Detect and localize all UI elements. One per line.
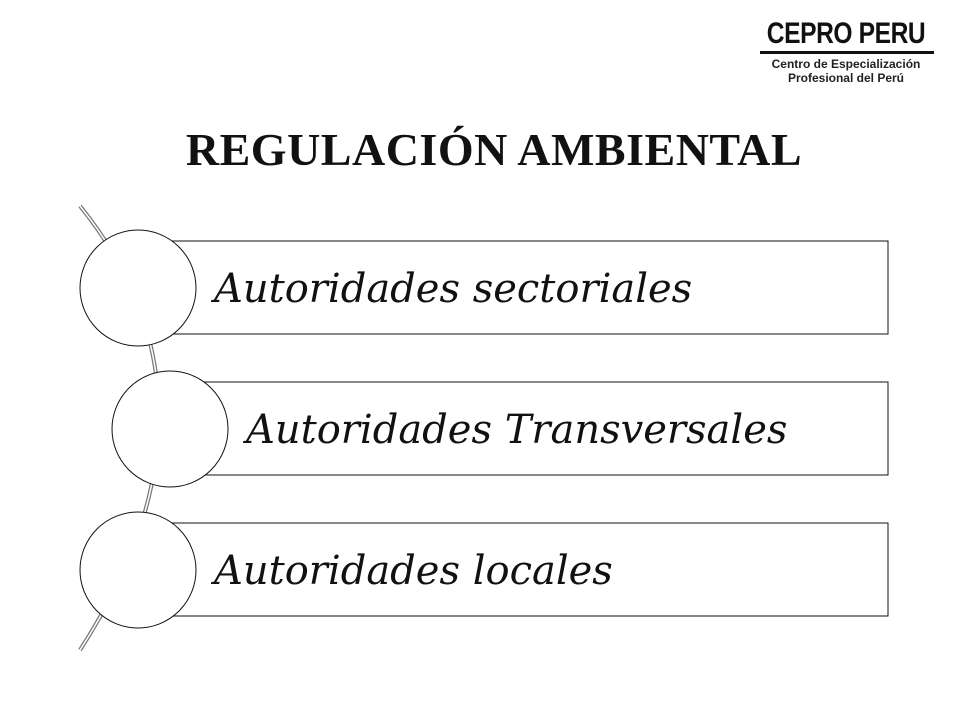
- logo-name: CEPRO PERU: [766, 17, 926, 50]
- box-transversales: [169, 381, 889, 476]
- logo-subtitle-line2: Profesional del Perú: [787, 71, 905, 85]
- label-transversales: Autoridades Transversales: [246, 407, 788, 453]
- box-sectoriales: [137, 240, 889, 335]
- circle-sectoriales: [79, 229, 197, 347]
- circle-locales: [79, 511, 197, 629]
- label-locales: Autoridades locales: [214, 548, 613, 594]
- slide-title: REGULACIÓN AMBIENTAL: [185, 124, 803, 175]
- label-sectoriales: Autoridades sectoriales: [214, 266, 693, 312]
- logo-rule: [760, 51, 934, 54]
- box-locales: [137, 522, 889, 617]
- circle-transversales: [111, 370, 229, 488]
- logo-subtitle-line1: Centro de Especialización: [771, 57, 921, 71]
- cepro-peru-logo: CEPRO PERU Centro de Especialización Pro…: [748, 18, 944, 85]
